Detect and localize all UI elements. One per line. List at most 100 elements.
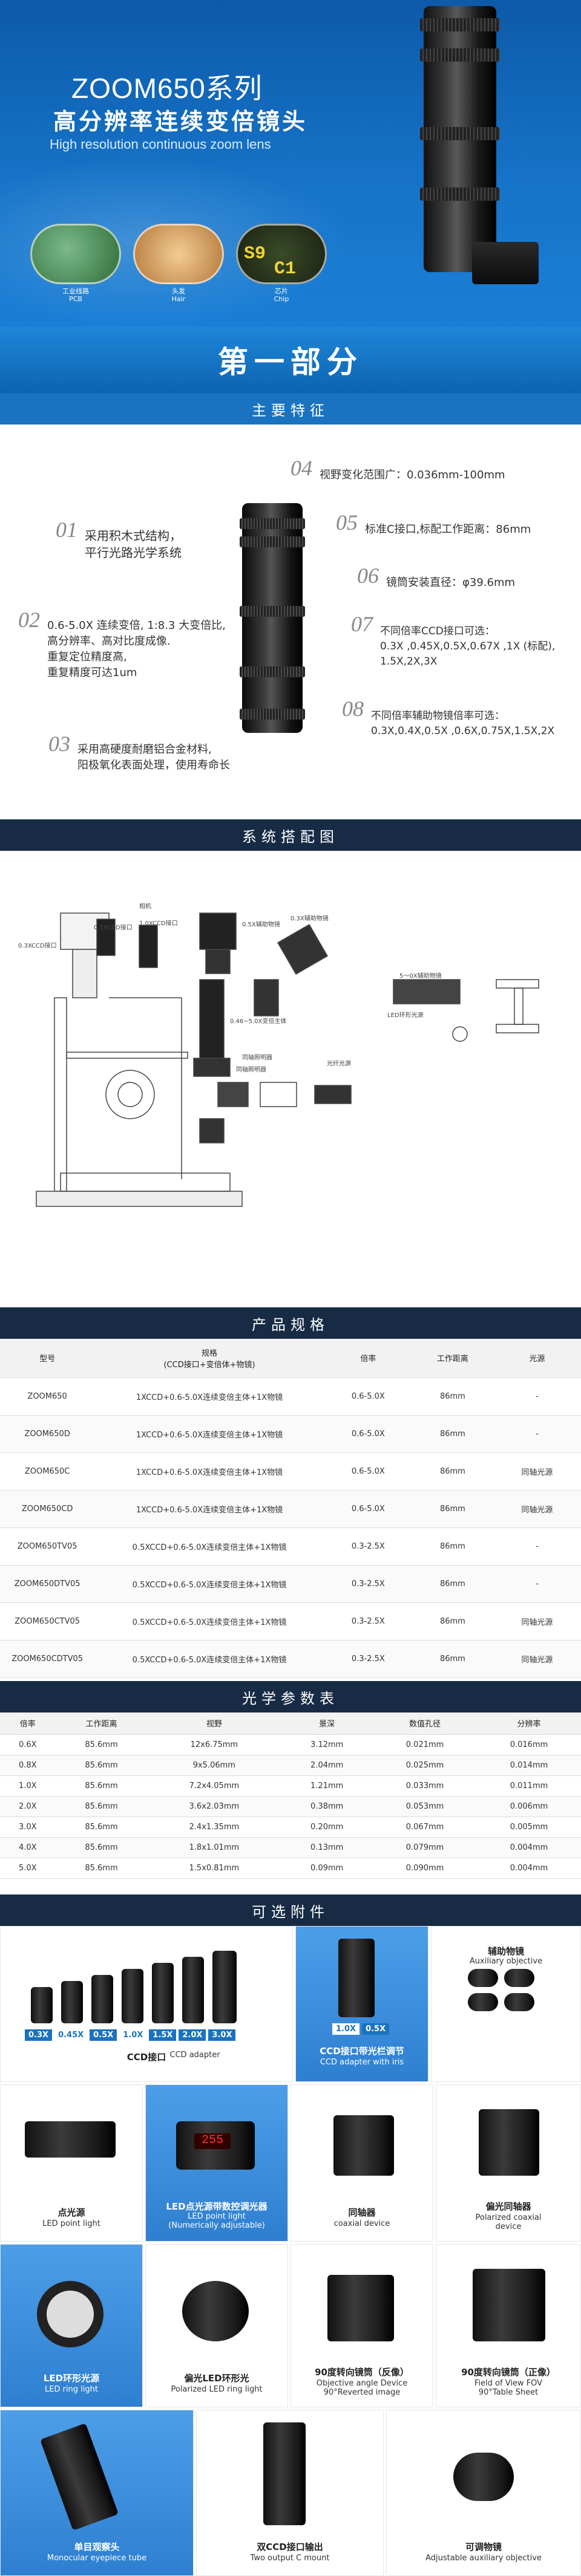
optics-col-header: 分辨率 <box>477 1712 581 1735</box>
hero-subtitle: 高分辨率连续变倍镜头 <box>53 108 308 135</box>
chip-photo: S9 C1 <box>236 224 327 284</box>
features-title: 主要特征 <box>252 402 329 419</box>
optics-cell: 0.079mm <box>373 1837 478 1858</box>
optics-cell: 0.014mm <box>477 1755 581 1776</box>
diagram-label-aux05: 0.5X辅助物镜 <box>242 922 280 928</box>
accessory-90-upright: 90度转向镜筒（正像） Field of View FOV 90°Table S… <box>436 2244 581 2407</box>
part-one-title: 第一部分 <box>218 345 363 380</box>
optics-col-header: 景深 <box>281 1712 373 1735</box>
specs-title: 产品规格 <box>252 1316 329 1333</box>
optics-cell: 0.13mm <box>281 1837 373 1858</box>
specs-cell: ZOOM650DTV05 <box>0 1565 95 1603</box>
specs-cell: 1XCCD+0.6-5.0X连续变倍主体+1X物镜 <box>94 1415 324 1453</box>
specs-cell: ZOOM650CDTV05 <box>0 1640 95 1678</box>
feature-06: 06 镜筒安装直径：φ39.6mm <box>357 564 516 589</box>
specs-cell: 0.6-5.0X <box>324 1377 412 1416</box>
chip-mark-1: S9 <box>244 244 266 264</box>
optics-cell: 0.8X <box>0 1755 56 1776</box>
specs-cell: - <box>493 1415 581 1453</box>
accessory-ccd-adapter: 0.3X 0.45X 0.5X 1.0X 1.5X 2.0X 3.0X CCD接… <box>0 1926 293 2082</box>
optics-cell: 85.6mm <box>55 1858 148 1879</box>
optics-cell: 3.6x2.03mm <box>147 1796 281 1817</box>
optics-cell: 1.21mm <box>281 1775 373 1797</box>
optics-cell: 85.6mm <box>55 1796 148 1817</box>
specs-col-spec: 规格 (CCD接口+变倍体+物镜) <box>94 1339 324 1378</box>
optics-cell: 2.04mm <box>281 1755 373 1776</box>
specs-cell: 0.3-2.5X <box>324 1640 412 1678</box>
optics-cell: 0.025mm <box>373 1755 478 1776</box>
optics-cell: 0.033mm <box>373 1775 478 1797</box>
zoom-lens-image <box>420 6 500 272</box>
diagram-label-coaxial-2: 同轴照明器 <box>236 1067 266 1073</box>
specs-cell: 同轴光源 <box>493 1452 581 1491</box>
coaxial-port-image <box>472 242 539 284</box>
specs-cell: 86mm <box>412 1452 493 1491</box>
specs-cell: 0.3-2.5X <box>324 1602 412 1641</box>
accessories-header: 可选附件 <box>0 1895 581 1926</box>
accessory-ccd-iris: 1.0X 0.5X CCD接口带光栏调节 CCD adapter with ir… <box>295 1926 428 2082</box>
optics-cell: 3.12mm <box>281 1734 373 1755</box>
specs-cell: ZOOM650CTV05 <box>0 1602 95 1641</box>
optics-cell: 85.6mm <box>55 1817 148 1838</box>
specs-cell: 86mm <box>412 1415 493 1453</box>
hair-photo <box>133 224 224 284</box>
specs-cell: 同轴光源 <box>493 1490 581 1528</box>
specs-cell: 0.6-5.0X <box>324 1490 412 1528</box>
optics-cell: 0.005mm <box>477 1817 581 1838</box>
optics-cell: 4.0X <box>0 1837 56 1858</box>
accessory-adjustable-objective: 可调物镜 Adjustable auxiliary objective <box>386 2410 581 2576</box>
optics-cell: 7.2x4.05mm <box>147 1775 281 1797</box>
accessory-monocular: 单目观察头 Monocular eyepiece tube <box>0 2410 194 2576</box>
accessory-polarized-coaxial: 偏光同轴器 Polarized coaxial device <box>436 2084 581 2242</box>
optics-cell: 0.004mm <box>477 1837 581 1858</box>
optics-cell: 0.004mm <box>477 1858 581 1879</box>
hero-english-subtitle: High resolution continuous zoom lens <box>50 137 271 152</box>
specs-col-mag: 倍率 <box>324 1339 412 1378</box>
optics-cell: 0.006mm <box>477 1796 581 1817</box>
accessory-90-reverted: 90度转向镜筒（反像） Objective angle Device 90°Re… <box>290 2244 433 2407</box>
specs-cell: - <box>493 1565 581 1603</box>
optics-cell: 85.6mm <box>55 1775 148 1797</box>
diagram-label-03ccd: 0.3XCCD接口 <box>18 943 57 949</box>
diagram-label-camera: 相机 <box>139 903 151 910</box>
feature-04: 04 视野变化范围广：0.036mm-100mm <box>290 456 505 481</box>
specs-cell: 0.6-5.0X <box>324 1452 412 1491</box>
optics-cell: 0.09mm <box>281 1858 373 1879</box>
specs-cell: 1XCCD+0.6-5.0X连续变倍主体+1X物镜 <box>94 1452 324 1491</box>
feature-01: 01 采用积木式结构， 平行光路光学系统 <box>56 518 182 560</box>
optics-cell: 85.6mm <box>55 1755 148 1776</box>
accessory-polarized-led-ring: 偏光LED环形光 Polarized LED ring light <box>145 2244 288 2407</box>
zoom-lens-product-image <box>240 503 305 733</box>
diagram-label-10ccd: 1.0XCCD接口 <box>139 920 178 927</box>
accessories-grid: 0.3X 0.45X 0.5X 1.0X 1.5X 2.0X 3.0X CCD接… <box>0 1926 581 2576</box>
diagram-label-coaxial: 同轴照明器 <box>242 1055 272 1061</box>
accessory-aux-objective: 辅助物镜 Auxiliary objective <box>431 1926 581 2082</box>
chip-mark-2: C1 <box>274 259 297 279</box>
optics-title: 光学参数表 <box>242 1690 339 1707</box>
specs-cell: ZOOM650D <box>0 1415 95 1453</box>
specs-cell: ZOOM650C <box>0 1452 95 1491</box>
optics-cell: 2.0X <box>0 1796 56 1817</box>
optics-cell: 3.0X <box>0 1817 56 1838</box>
specs-cell: 86mm <box>412 1602 493 1641</box>
specs-cell: 0.5XCCD+0.6-5.0X连续变倍主体+1X物镜 <box>94 1602 324 1641</box>
specs-cell: ZOOM650CD <box>0 1490 95 1528</box>
hero-banner: ZOOM650系列 高分辨率连续变倍镜头 High resolution con… <box>0 0 581 327</box>
accessories-title: 可选附件 <box>252 1903 329 1921</box>
specs-cell: ZOOM650TV05 <box>0 1527 95 1566</box>
specs-cell: 1XCCD+0.6-5.0X连续变倍主体+1X物镜 <box>94 1490 324 1528</box>
optics-cell: 0.090mm <box>373 1858 478 1879</box>
